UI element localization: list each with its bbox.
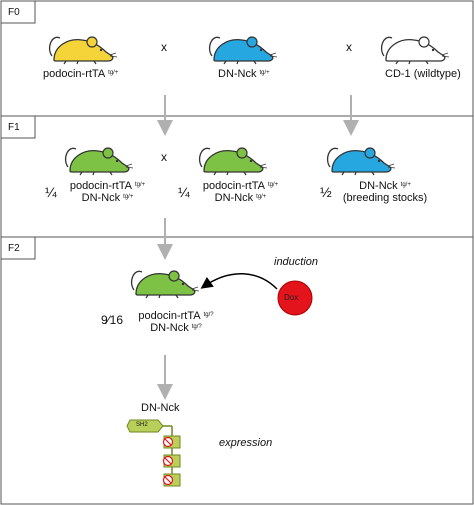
f1-double-mouse-2-icon — [198, 147, 268, 176]
dox-circle-icon — [277, 280, 313, 316]
f0-podocin-mouse-icon — [48, 36, 118, 65]
f1-dnnck-mouse-icon — [326, 147, 396, 176]
expression-label: expression — [219, 437, 273, 449]
f0-cd1-mouse-icon — [380, 36, 450, 65]
generation-label-f0: F0 — [8, 7, 20, 18]
f0-label-box — [0, 0, 36, 24]
f1-fraction-2: ¼ — [178, 184, 190, 200]
f2-double-mouse-icon — [130, 270, 200, 299]
f1-fraction-3: ½ — [320, 184, 332, 200]
f1-double-mouse-1-icon — [64, 147, 134, 176]
generation-label-f1: F1 — [8, 122, 20, 133]
f2-fraction: 9⁄16 — [101, 313, 124, 327]
sh3-domain-2-crossed-icon — [162, 454, 181, 468]
generation-label-f2: F2 — [8, 243, 20, 254]
cross-symbol-f0-1: x — [161, 40, 167, 54]
dnnck-protein-icon — [126, 419, 181, 487]
f1-fraction-1: ¼ — [45, 184, 57, 200]
f0-dnnck-mouse-icon — [208, 36, 278, 65]
sh2-domain-label: SH2 — [136, 422, 148, 428]
dox-label: Dox — [284, 293, 299, 302]
protein-title: DN-Nck — [141, 402, 180, 414]
cross-symbol-f0-2: x — [346, 40, 352, 54]
induction-label: induction — [274, 256, 319, 268]
f0-cd1-label: CD-1 (wildtype) — [385, 68, 461, 80]
f2-label-box — [0, 236, 36, 260]
cross-symbol-f1: x — [161, 150, 167, 164]
sh3-domain-3-crossed-icon — [162, 473, 181, 487]
sh3-domain-1-crossed-icon — [162, 435, 181, 449]
induction-arrow — [200, 273, 278, 290]
f1-label-box — [0, 115, 36, 139]
